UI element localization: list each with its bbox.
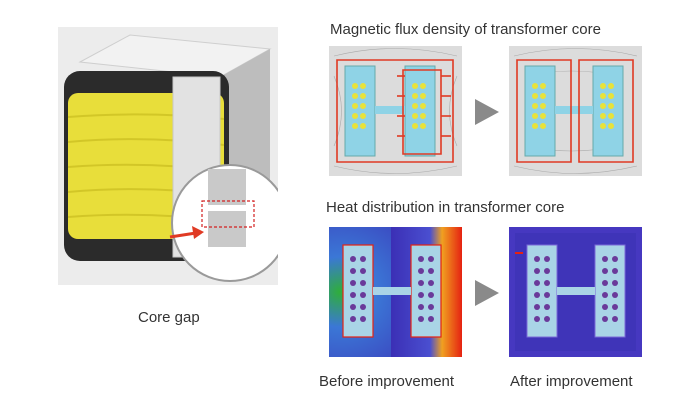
core-gap-lower (208, 211, 246, 247)
flux-before-image (329, 46, 462, 176)
after-improvement-label: After improvement (510, 373, 633, 390)
heat-transition-arrow (475, 280, 499, 306)
flux-transition-arrow (475, 99, 499, 125)
transformer-illustration (64, 34, 278, 282)
heat-after-image (509, 227, 642, 357)
heat-title: Heat distribution in transformer core (326, 199, 565, 216)
gap-arrow-line (169, 231, 197, 239)
flux-title: Magnetic flux density of transformer cor… (330, 21, 601, 38)
gap-highlight-box (201, 200, 255, 228)
gap-arrow-head (192, 226, 204, 239)
heat-before-image (329, 227, 462, 357)
core-gap-upper (208, 169, 246, 205)
core-gap-caption: Core gap (138, 309, 200, 326)
transformer-illustration-panel (58, 27, 278, 285)
before-improvement-label: Before improvement (319, 373, 455, 390)
flux-after-image (509, 46, 642, 176)
